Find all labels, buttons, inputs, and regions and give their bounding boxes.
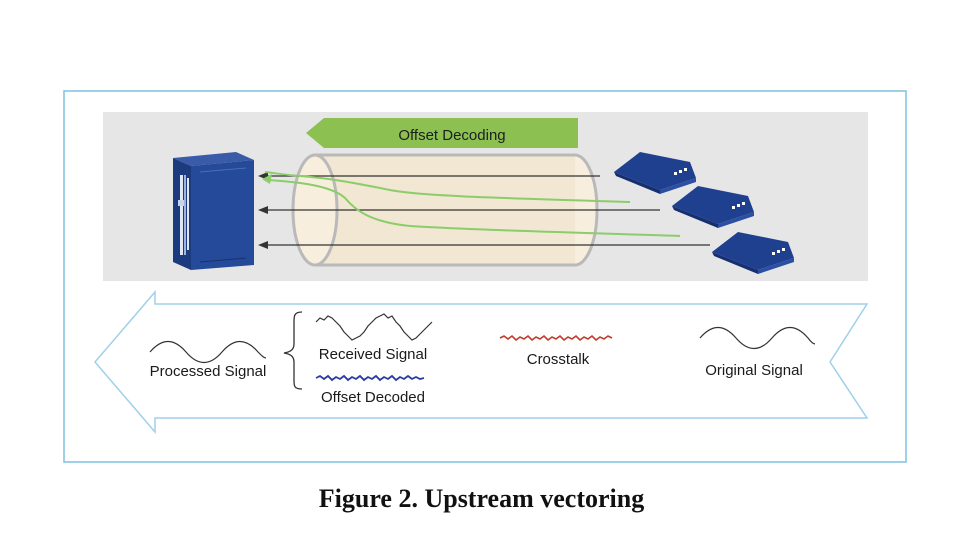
- modem-icon: [712, 232, 794, 274]
- upstream-arrow: [94, 289, 869, 435]
- signal-bracket: [283, 311, 303, 390]
- figure-caption: Figure 2. Upstream vectoring: [318, 484, 645, 513]
- figure-frame: [63, 90, 907, 463]
- original-signal-wave: [699, 326, 816, 350]
- original-signal-label: Original Signal: [705, 362, 803, 379]
- modem-icon: [672, 186, 754, 228]
- received-signal-wave: [315, 313, 433, 341]
- crosstalk-label: Crosstalk: [527, 351, 590, 368]
- banner-label: Offset Decoding: [398, 127, 505, 144]
- cabinet-icon: [173, 152, 254, 270]
- modem-icon: [614, 152, 696, 194]
- offset-decoding-banner: Offset Decoding: [306, 118, 578, 148]
- offset-decoded-wave: [315, 374, 425, 382]
- processed-signal-wave: [149, 340, 267, 364]
- offset-decoded-label: Offset Decoded: [321, 389, 425, 406]
- crosstalk-lines: [262, 171, 681, 237]
- crosstalk-wave: [499, 334, 613, 342]
- received-signal-label: Received Signal: [319, 346, 427, 363]
- processed-signal-label: Processed Signal: [150, 363, 267, 380]
